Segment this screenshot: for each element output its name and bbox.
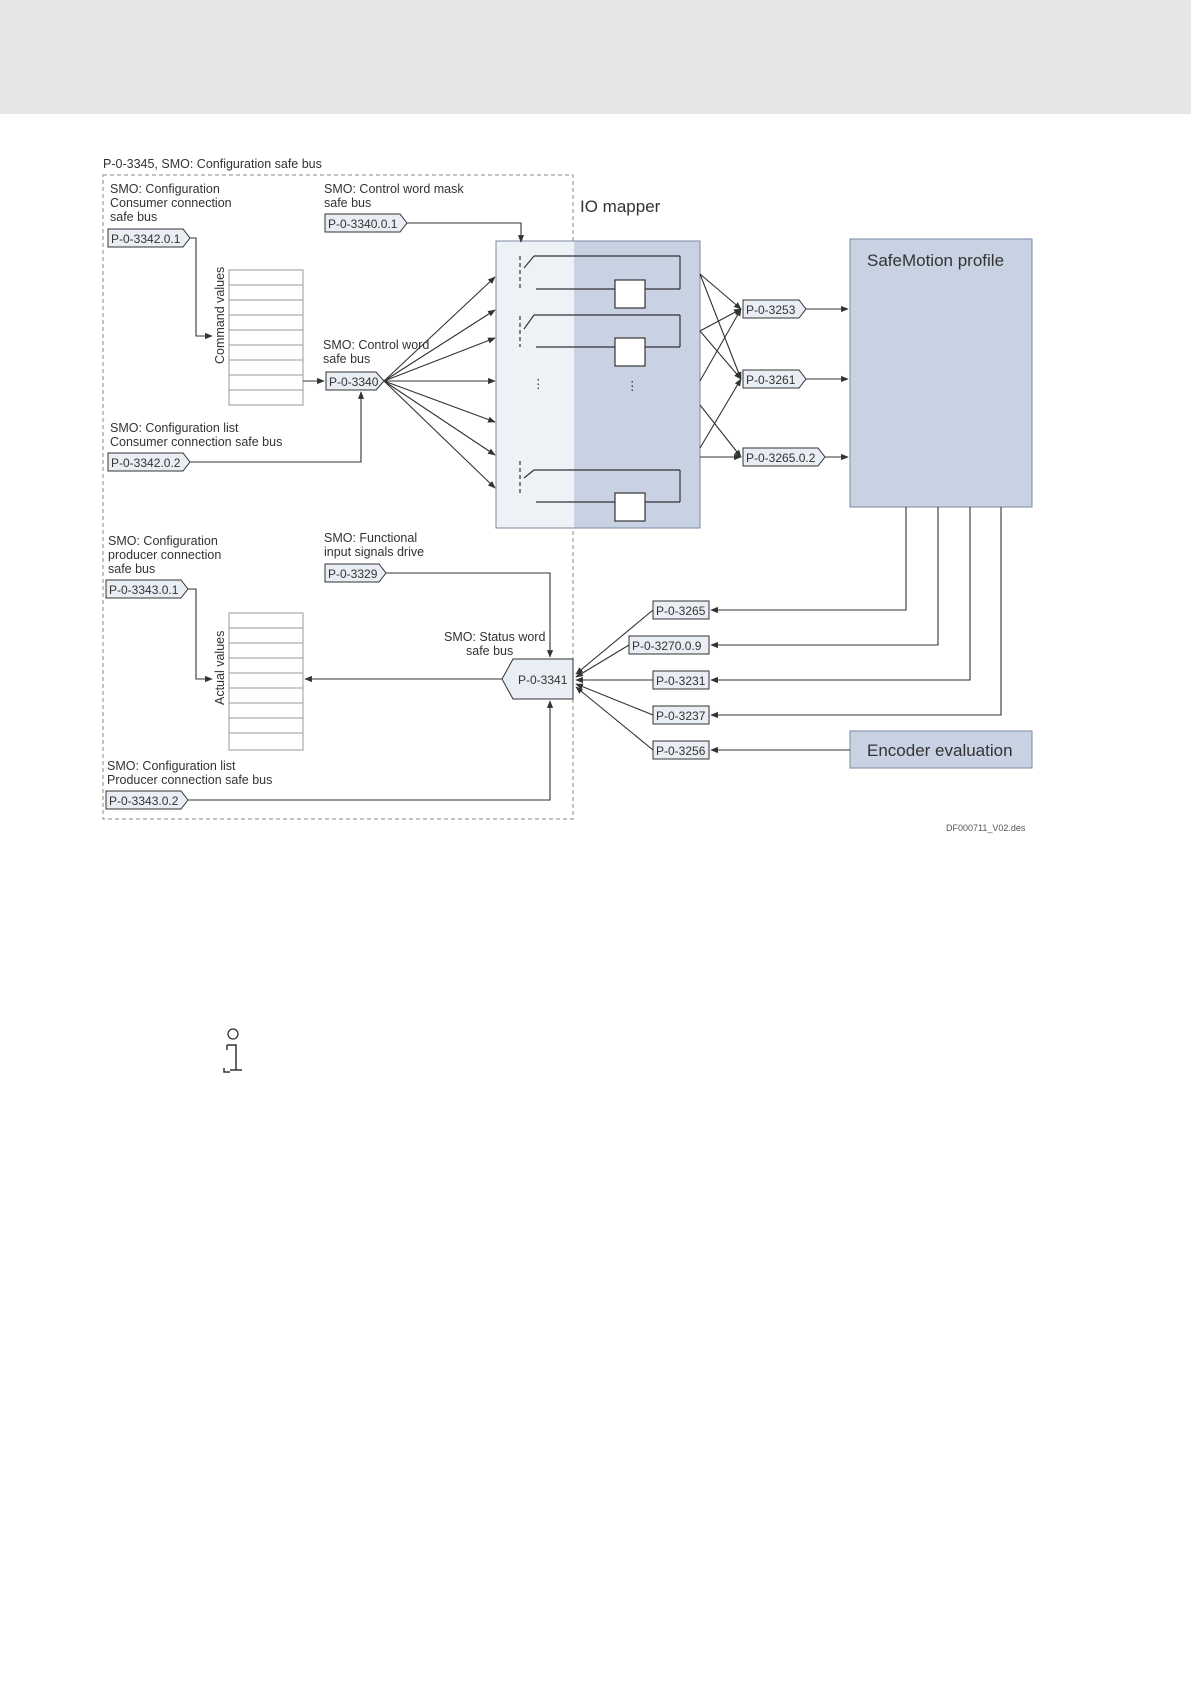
tag-p-0-3340-0-1: P-0-3340.0.1: [324, 213, 408, 233]
ellipsis-left: ⋮: [532, 377, 545, 391]
svg-text:P-0-3265: P-0-3265: [656, 604, 706, 618]
actual-values-table: [228, 612, 304, 751]
safemotion-profile-block: [849, 238, 1033, 508]
tag-p-0-3340: P-0-3340: [325, 371, 385, 391]
io-mapper-title: IO mapper: [580, 197, 661, 216]
label-status-word: SMO: Status word safe bus: [444, 630, 549, 658]
svg-text:P-0-3341: P-0-3341: [518, 673, 568, 687]
connector-lines: [188, 222, 1002, 801]
svg-text:P-0-3253: P-0-3253: [746, 303, 796, 317]
label-control-word: SMO: Control word safe bus: [323, 338, 433, 366]
label-consumer-list: SMO: Configuration list Consumer connect…: [110, 421, 282, 449]
io-mapper-diagram: P-0-3345, SMO: Configuration safe bus IO…: [102, 157, 1033, 833]
svg-text:P-0-3329: P-0-3329: [328, 567, 378, 581]
tag-p-0-3253: P-0-3253: [742, 299, 807, 319]
encoder-evaluation-title: Encoder evaluation: [867, 741, 1013, 760]
tag-p-0-3265-0-2: P-0-3265.0.2: [742, 447, 826, 467]
svg-text:P-0-3231: P-0-3231: [656, 674, 706, 688]
tag-p-0-3231: P-0-3231: [652, 670, 710, 690]
switch-row-2: [519, 314, 681, 367]
encoder-evaluation-block: [849, 730, 1033, 769]
switch-row-1: [519, 255, 681, 309]
svg-text:P-0-3342.0.1: P-0-3342.0.1: [111, 232, 181, 246]
label-consumer-connection: SMO: Configuration Consumer connection s…: [110, 182, 235, 224]
tag-p-0-3265: P-0-3265: [652, 600, 710, 620]
svg-text:P-0-3342.0.2: P-0-3342.0.2: [111, 456, 181, 470]
svg-text:P-0-3237: P-0-3237: [656, 709, 706, 723]
switch-row-3: [519, 461, 681, 522]
tag-p-0-3341-status-word: P-0-3341: [501, 658, 574, 700]
svg-text:P-0-3256: P-0-3256: [656, 744, 706, 758]
label-producer-connection: SMO: Configuration producer connection s…: [108, 534, 225, 576]
frame-title: P-0-3345, SMO: Configuration safe bus: [103, 157, 322, 171]
tag-p-0-3237: P-0-3237: [652, 705, 710, 725]
info-icon: [223, 1028, 242, 1073]
label-control-word-mask: SMO: Control word mask safe bus: [324, 182, 467, 210]
actual-values-label: Actual values: [213, 631, 227, 705]
tag-p-0-3343-0-2: P-0-3343.0.2: [105, 790, 189, 810]
label-producer-list: SMO: Configuration list Producer connect…: [107, 759, 272, 787]
tag-p-0-3261: P-0-3261: [742, 369, 807, 389]
drawing-file-reference: DF000711_V02.des: [946, 823, 1026, 833]
svg-text:P-0-3340: P-0-3340: [329, 375, 379, 389]
svg-text:P-0-3343.0.2: P-0-3343.0.2: [109, 794, 179, 808]
tag-p-0-3270-0-9: P-0-3270.0.9: [628, 635, 710, 655]
tag-p-0-3342-0-1: P-0-3342.0.1: [107, 228, 191, 248]
tag-p-0-3329: P-0-3329: [324, 563, 387, 583]
svg-text:P-0-3265.0.2: P-0-3265.0.2: [746, 451, 816, 465]
svg-text:P-0-3343.0.1: P-0-3343.0.1: [109, 583, 179, 597]
tag-p-0-3342-0-2: P-0-3342.0.2: [107, 452, 191, 472]
page-header-band: [0, 0, 1191, 114]
label-functional-input: SMO: Functional input signals drive: [324, 531, 424, 559]
ellipsis-right: ⋮: [626, 379, 639, 393]
safemotion-profile-title: SafeMotion profile: [867, 251, 1004, 270]
svg-text:P-0-3270.0.9: P-0-3270.0.9: [632, 639, 702, 653]
tag-p-0-3343-0-1: P-0-3343.0.1: [105, 579, 189, 599]
command-values-label: Command values: [213, 267, 227, 364]
svg-text:P-0-3261: P-0-3261: [746, 373, 796, 387]
command-values-table: [228, 269, 304, 406]
tag-p-0-3256: P-0-3256: [652, 740, 710, 760]
svg-text:P-0-3340.0.1: P-0-3340.0.1: [328, 217, 398, 231]
